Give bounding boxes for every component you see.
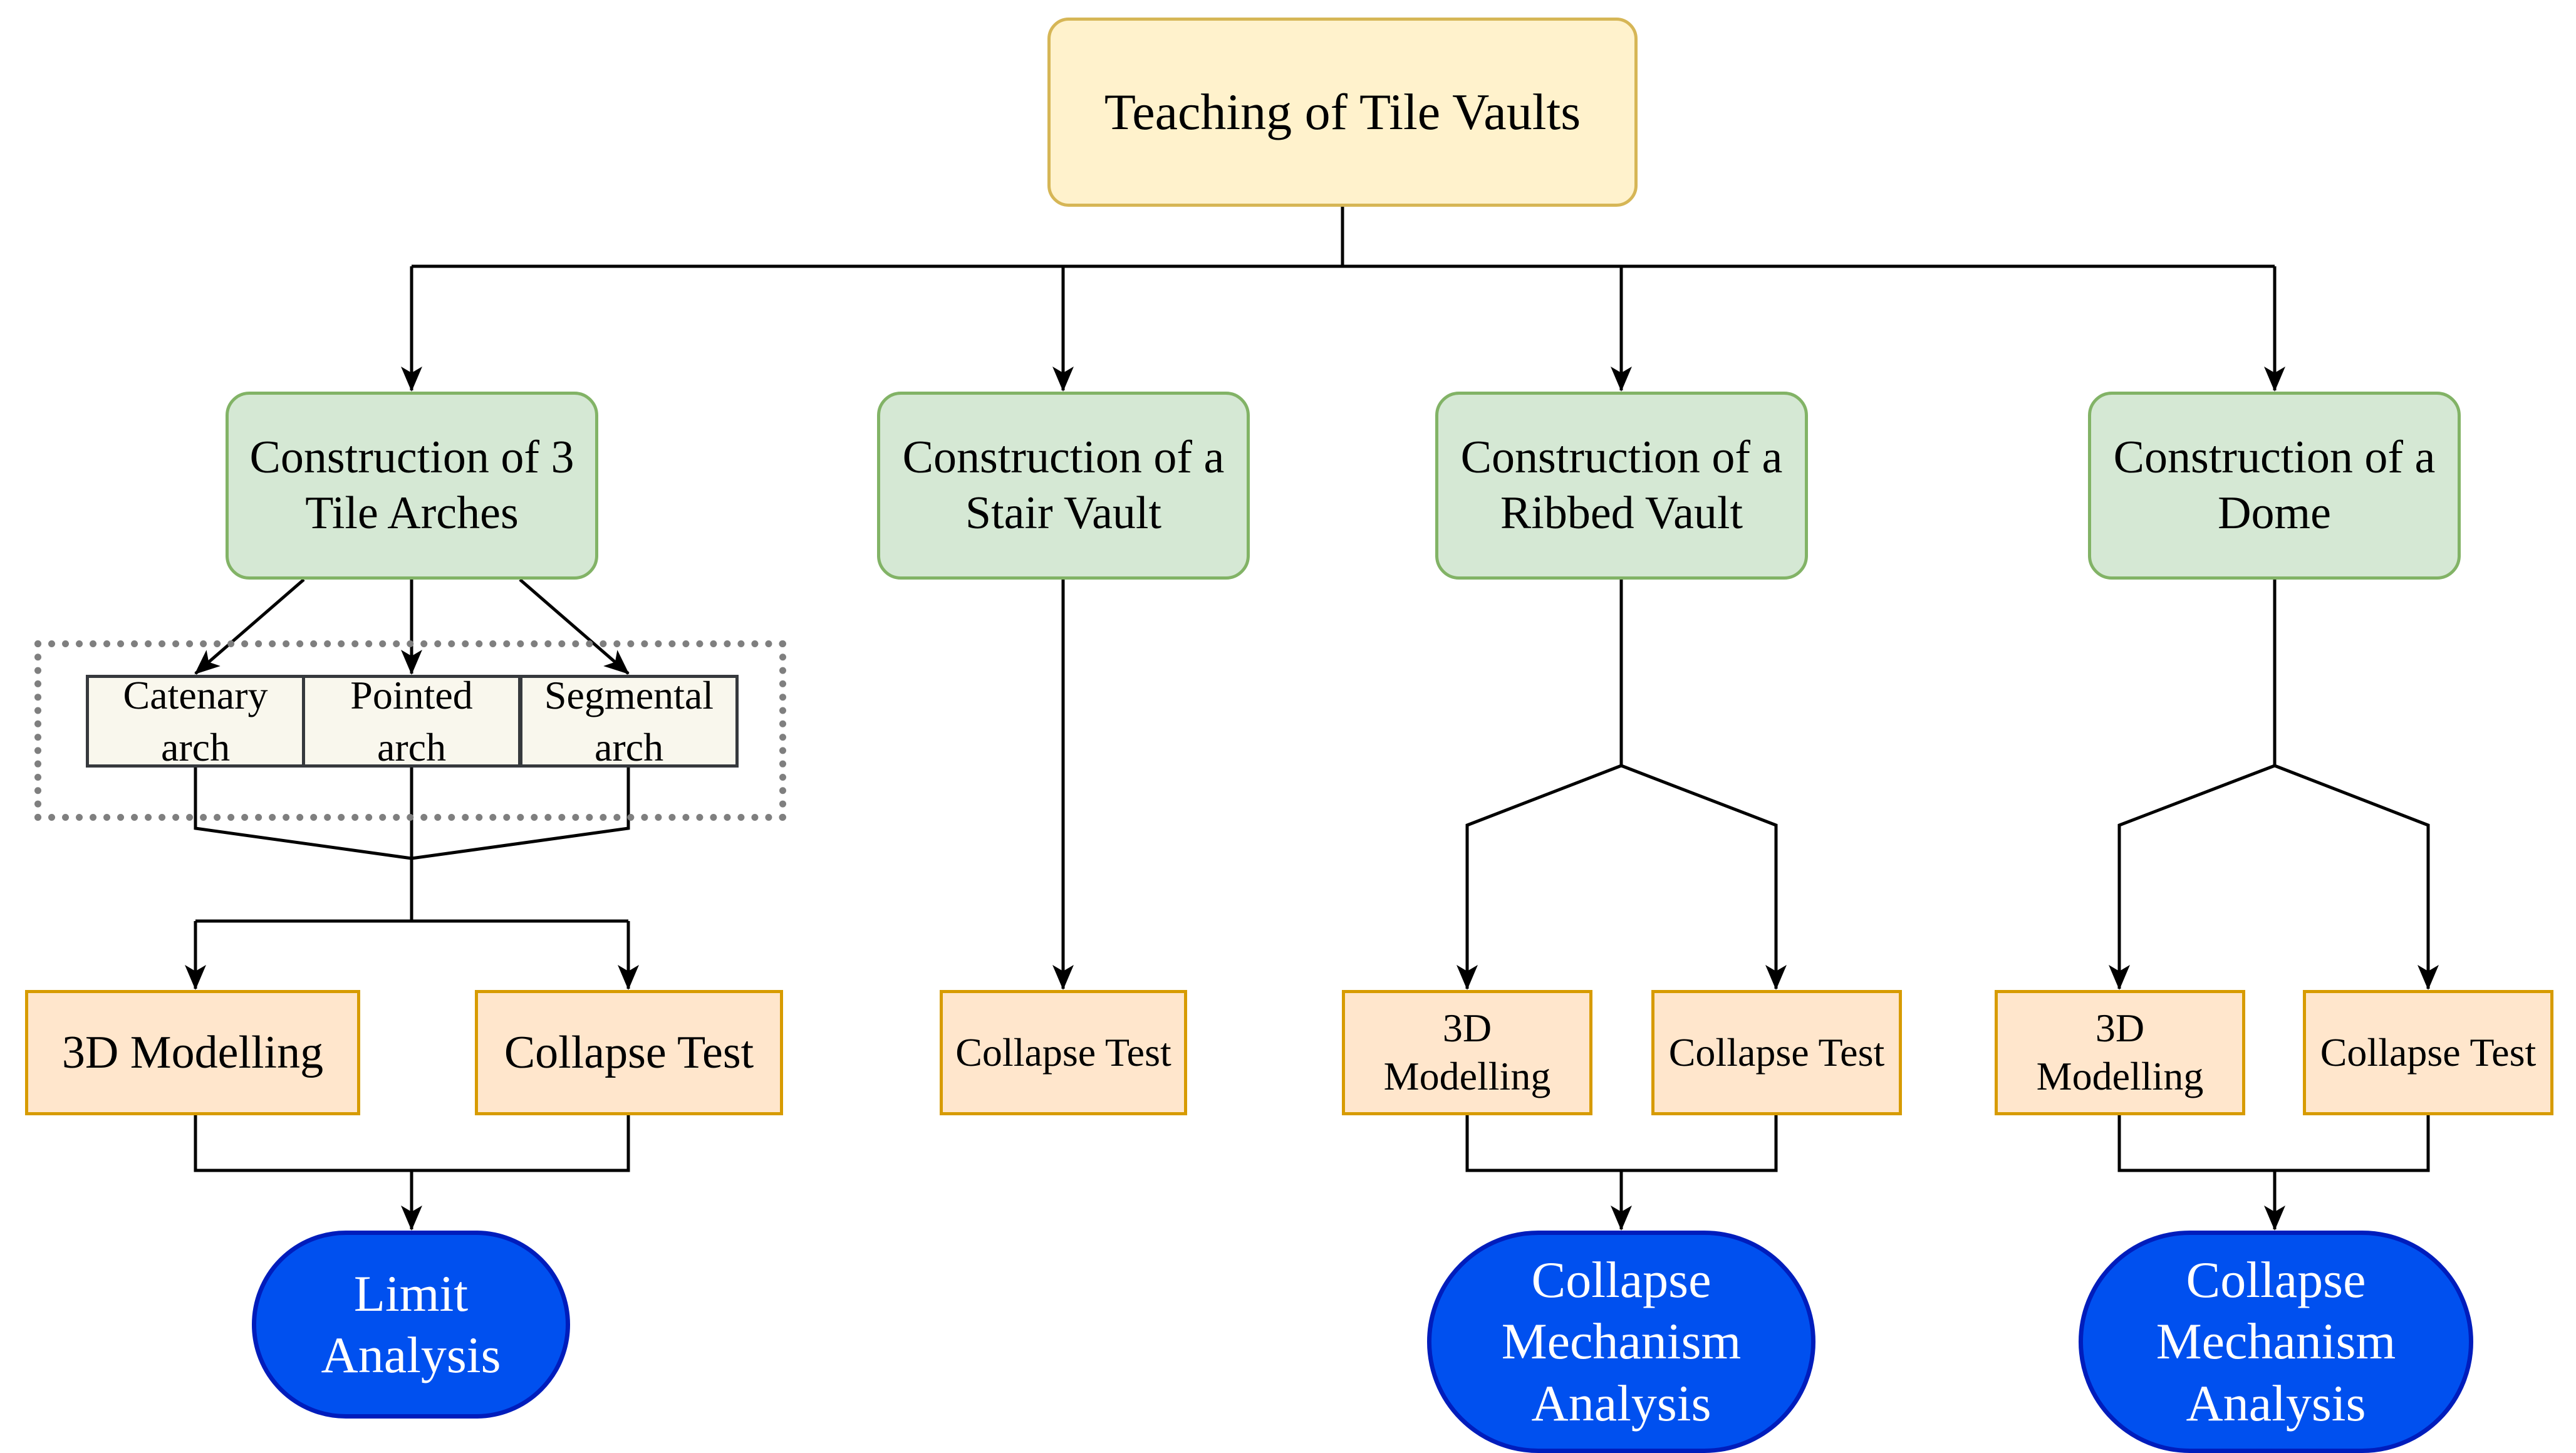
arch-type-catenary-label: Catenary arch: [123, 672, 268, 769]
limit-analysis-label: Limit Analysis: [321, 1264, 501, 1383]
ribbed-collapse-label: Collapse Test: [1668, 1029, 1885, 1075]
dome-modelling-label: 3D Modelling: [2036, 1006, 2204, 1098]
construction-dome-label: Construction of a Dome: [2113, 432, 2436, 539]
root-node: Teaching of Tile Vaults: [1047, 18, 1638, 207]
dome-analysis-node: Collapse Mechanism Analysis: [2079, 1231, 2473, 1453]
construction-arches-label: Construction of 3 Tile Arches: [249, 432, 574, 539]
stair-collapse-node: Collapse Test: [940, 990, 1187, 1115]
ribbed-analysis-node: Collapse Mechanism Analysis: [1427, 1231, 1815, 1453]
dome-collapse-label: Collapse Test: [2320, 1029, 2537, 1075]
dome-analysis-join: [2117, 1115, 2430, 1172]
construction-dome-node: Construction of a Dome: [2088, 392, 2461, 580]
construction-ribbed-node: Construction of a Ribbed Vault: [1435, 392, 1808, 580]
dome-fork-right: [2274, 764, 2439, 990]
arrow-to-segmental: [519, 578, 630, 675]
arch-type-catenary: Catenary arch: [86, 673, 305, 769]
arch-type-segmental-label: Segmental arch: [544, 672, 714, 769]
limit-analysis-node: Limit Analysis: [252, 1231, 570, 1419]
arches-collapse-label: Collapse Test: [504, 1026, 754, 1078]
construction-stair-label: Construction of a Stair Vault: [902, 432, 1225, 539]
ribbed-collapse-node: Collapse Test: [1651, 990, 1902, 1115]
ribbed-analysis-label: Collapse Mechanism Analysis: [1501, 1251, 1742, 1432]
ribbed-modelling-node: 3D Modelling: [1342, 990, 1592, 1115]
ribbed-modelling-label: 3D Modelling: [1383, 1006, 1551, 1098]
root-label: Teaching of Tile Vaults: [1104, 83, 1581, 140]
stair-collapse-label: Collapse Test: [955, 1029, 1171, 1075]
dome-analysis-label: Collapse Mechanism Analysis: [2156, 1251, 2396, 1432]
arch-type-pointed-label: Pointed arch: [350, 672, 473, 769]
arches-modelling-label: 3D Modelling: [61, 1026, 324, 1078]
arch-type-segmental: Segmental arch: [519, 673, 739, 769]
construction-stair-node: Construction of a Stair Vault: [877, 392, 1250, 580]
ribbed-analysis-join: [1465, 1115, 1778, 1172]
arches-analysis-join: [194, 1115, 630, 1172]
construction-arches-node: Construction of 3 Tile Arches: [226, 392, 598, 580]
arch-types-group-frame: [34, 640, 786, 821]
dome-fork: [2109, 764, 2275, 990]
arch-type-pointed: Pointed arch: [302, 673, 521, 769]
ribbed-fork-right: [1621, 764, 1787, 990]
dome-modelling-node: 3D Modelling: [1995, 990, 2245, 1115]
dome-collapse-node: Collapse Test: [2303, 990, 2553, 1115]
arches-collapse-node: Collapse Test: [475, 990, 783, 1115]
arrow-to-catenary: [194, 578, 305, 675]
arches-modelling-node: 3D Modelling: [25, 990, 360, 1115]
construction-ribbed-label: Construction of a Ribbed Vault: [1460, 432, 1783, 539]
ribbed-fork: [1457, 764, 1622, 990]
